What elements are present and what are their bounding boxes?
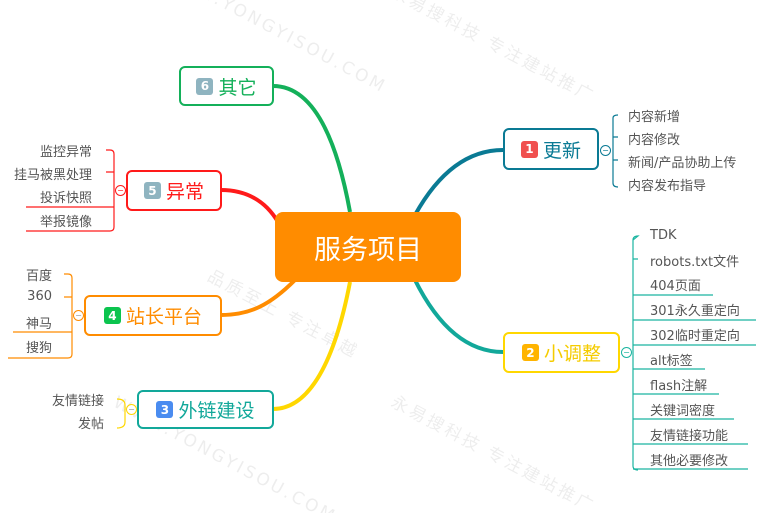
priority-5-badge: 5 xyxy=(143,182,161,199)
topic-label: 更新 xyxy=(542,139,581,162)
subtopic[interactable]: 关键词密度 xyxy=(650,404,716,419)
subtopic[interactable]: 友情链接功能 xyxy=(650,429,729,444)
subtopic[interactable]: 百度 xyxy=(25,269,52,284)
collapse-icon[interactable]: − xyxy=(115,185,126,196)
topic-label: 小调整 xyxy=(543,343,601,365)
subtopic[interactable]: TDK xyxy=(650,228,677,243)
priority-6-badge: 6 xyxy=(196,77,214,95)
subtopic[interactable]: 360 xyxy=(27,289,52,304)
subtopic[interactable]: robots.txt文件 xyxy=(650,255,740,270)
subtopic[interactable]: 投诉快照 xyxy=(39,191,92,206)
priority-2-badge: 2 xyxy=(521,344,539,361)
topic-backlinks[interactable]: 3 外链建设 xyxy=(137,390,274,429)
subtopic[interactable]: 内容新增 xyxy=(628,110,681,125)
topic-anomalies[interactable]: 5 异常 xyxy=(126,170,222,211)
topic-update[interactable]: 1 更新 xyxy=(503,128,599,170)
subtopic[interactable]: 301永久重定向 xyxy=(650,304,740,319)
subtopic[interactable]: 新闻/产品协助上传 xyxy=(628,156,737,171)
central-topic[interactable]: 服务项目 xyxy=(275,212,461,282)
priority-1-badge: 1 xyxy=(520,140,538,158)
subtopic[interactable]: 友情链接 xyxy=(51,394,104,409)
collapse-icon[interactable]: − xyxy=(621,347,632,358)
priority-4-badge: 4 xyxy=(103,307,121,324)
subtopic[interactable]: 内容修改 xyxy=(628,133,681,148)
topic-minor-adjustments[interactable]: 2 小调整 xyxy=(503,332,620,373)
topic-label: 异常 xyxy=(165,181,204,203)
topic-label: 其它 xyxy=(218,76,257,99)
topic-other[interactable]: 6 其它 xyxy=(179,66,274,106)
subtopic[interactable]: 监控异常 xyxy=(39,145,92,160)
subtopic[interactable]: 404页面 xyxy=(650,279,701,294)
subtopic[interactable]: flash注解 xyxy=(650,379,708,394)
priority-3-badge: 3 xyxy=(156,401,174,418)
topic-label: 外链建设 xyxy=(178,400,255,422)
subtopic[interactable]: 302临时重定向 xyxy=(650,329,740,344)
subtopic[interactable]: 内容发布指导 xyxy=(628,179,707,194)
subtopic[interactable]: 神马 xyxy=(25,317,52,332)
subtopic[interactable]: 举报镜像 xyxy=(39,215,92,230)
collapse-icon[interactable]: − xyxy=(600,145,611,156)
subtopic[interactable]: 搜狗 xyxy=(25,341,52,356)
subtopic[interactable]: 挂马被黑处理 xyxy=(13,168,92,183)
subtopic[interactable]: alt标签 xyxy=(650,354,693,369)
topic-webmaster-platforms[interactable]: 4 站长平台 xyxy=(84,295,222,336)
subtopic[interactable]: 其他必要修改 xyxy=(650,454,729,469)
topic-label: 站长平台 xyxy=(125,306,202,328)
collapse-icon[interactable]: − xyxy=(126,404,137,415)
collapse-icon[interactable]: − xyxy=(73,310,84,321)
subtopic[interactable]: 发帖 xyxy=(77,417,104,432)
